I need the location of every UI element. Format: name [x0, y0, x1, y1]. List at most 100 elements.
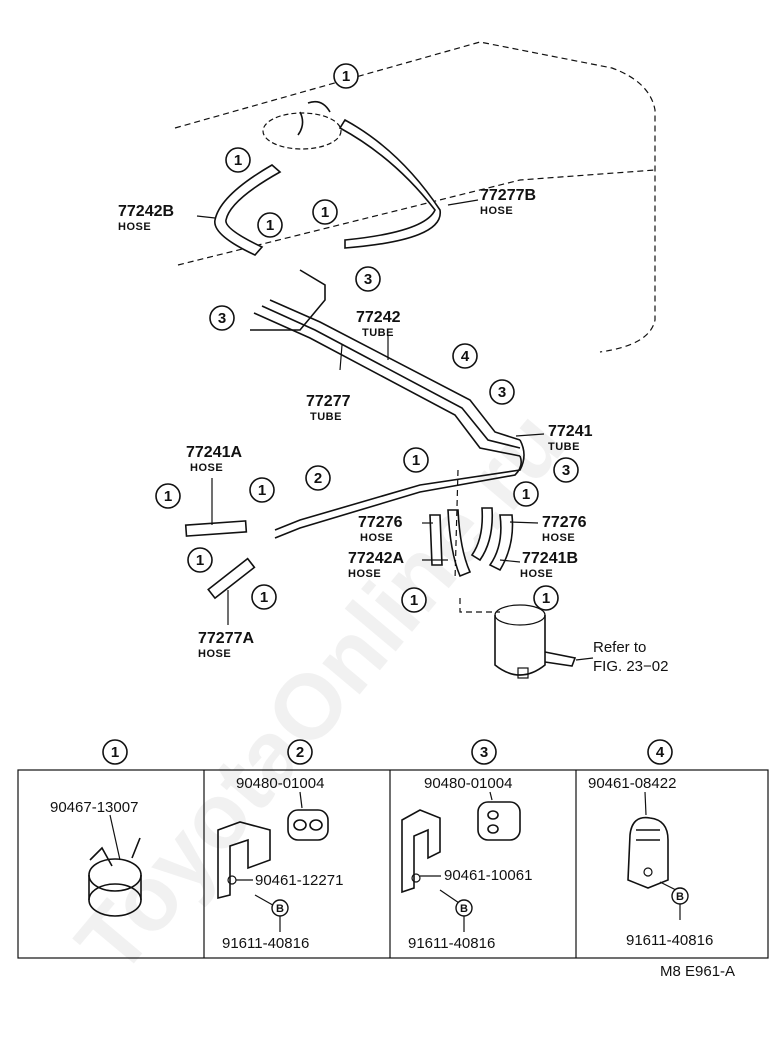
fuel-tank-outline — [174, 41, 656, 353]
callout-4-6: 4 — [452, 343, 478, 369]
grommet-icon — [287, 809, 329, 841]
callouts: 1 1 1 1 3 3 4 3 3 1 1 2 1 1 1 1 1 1 1 2 3 4 — [102, 63, 673, 765]
svg-text:3: 3 — [364, 271, 372, 288]
bolt-symbol-1: B — [455, 899, 473, 932]
svg-text:3: 3 — [562, 462, 570, 479]
label-77241-type: TUBE — [548, 441, 580, 453]
cell3-bottom-part: 91611-40816 — [408, 935, 495, 952]
cell2-top-part: 90480-01004 — [236, 775, 324, 792]
cell4-bottom-part: 91611-40816 — [626, 932, 713, 949]
grommet-double-icon — [477, 801, 521, 841]
label-77241B: 77241B — [522, 550, 578, 567]
callout-3-7: 3 — [489, 379, 515, 405]
clamp-bracket-icon-2 — [401, 809, 441, 894]
tube-clamp-icon — [627, 816, 669, 889]
callout-1-10: 1 — [513, 481, 539, 507]
cell3-top-part: 90480-01004 — [424, 775, 512, 792]
svg-text:1: 1 — [410, 592, 418, 609]
label-77241A: 77241A — [186, 444, 242, 461]
leader-lines — [196, 199, 594, 661]
svg-text:1: 1 — [342, 68, 350, 85]
lower-hoses — [184, 469, 514, 613]
svg-text:3: 3 — [480, 744, 488, 761]
cell2-bottom-part: 91611-40816 — [222, 935, 309, 952]
callout-1-0: 1 — [333, 63, 359, 89]
svg-text:B: B — [676, 891, 684, 903]
upper-hoses — [214, 100, 441, 256]
refer-to-line1: Refer to — [593, 639, 646, 656]
svg-text:1: 1 — [522, 486, 530, 503]
callout-1-13: 1 — [249, 477, 275, 503]
svg-text:1: 1 — [258, 482, 266, 499]
svg-text:3: 3 — [498, 384, 506, 401]
cell3-mid-part: 90461-10061 — [444, 867, 532, 884]
svg-text:B: B — [460, 903, 468, 915]
label-77241: 77241 — [548, 423, 593, 440]
callout-1-17: 1 — [533, 585, 559, 611]
svg-text:1: 1 — [321, 204, 329, 221]
svg-text:1: 1 — [164, 488, 172, 505]
callout-3-8: 3 — [553, 457, 579, 483]
svg-text:1: 1 — [196, 552, 204, 569]
label-77277-type: TUBE — [310, 411, 342, 423]
svg-text:1: 1 — [266, 217, 274, 234]
svg-text:1: 1 — [111, 744, 119, 761]
label-77242-type: TUBE — [362, 327, 394, 339]
svg-text:1: 1 — [260, 589, 268, 606]
svg-text:4: 4 — [656, 744, 665, 761]
charcoal-canister — [494, 604, 577, 679]
callout-1-14: 1 — [187, 547, 213, 573]
label-77277A-type: HOSE — [198, 648, 231, 660]
svg-text:B: B — [276, 903, 284, 915]
label-77241B-type: HOSE — [520, 568, 553, 580]
label-77241A-type: HOSE — [190, 462, 223, 474]
cell4-top-part: 90461-08422 — [588, 775, 676, 792]
bolt-symbol-0: B — [271, 899, 289, 932]
label-77276-right-type: HOSE — [542, 532, 575, 544]
figure-code: M8 E961-A — [660, 963, 735, 980]
label-77277: 77277 — [306, 393, 351, 410]
label-77242A-type: HOSE — [348, 568, 381, 580]
svg-text:3: 3 — [218, 310, 226, 327]
part-labels: 77242B HOSE 77277B HOSE 77242 TUBE 77277… — [118, 187, 668, 675]
callout-3-4: 3 — [355, 266, 381, 292]
svg-text:2: 2 — [314, 470, 322, 487]
refer-to-line2: FIG. 23−02 — [593, 658, 668, 675]
label-77242A: 77242A — [348, 550, 404, 567]
label-77242B-type: HOSE — [118, 221, 151, 233]
label-77276-right: 77276 — [542, 514, 587, 531]
hose-clamp-icon — [88, 837, 142, 917]
label-77277B-type: HOSE — [480, 205, 513, 217]
svg-text:4: 4 — [461, 348, 470, 365]
svg-text:2: 2 — [296, 744, 304, 761]
callout-2-19: 2 — [287, 739, 313, 765]
bolt-symbol-2: B — [671, 887, 689, 920]
callout-1-1: 1 — [225, 147, 251, 173]
callout-3-20: 3 — [471, 739, 497, 765]
label-77242B: 77242B — [118, 203, 174, 220]
callout-1-3: 1 — [312, 199, 338, 225]
label-77276-left-type: HOSE — [360, 532, 393, 544]
cell2-mid-part: 90461-12271 — [255, 872, 343, 889]
callout-1-15: 1 — [251, 584, 277, 610]
svg-text:1: 1 — [412, 452, 420, 469]
callout-2-11: 2 — [305, 465, 331, 491]
callout-1-9: 1 — [403, 447, 429, 473]
callout-3-5: 3 — [209, 305, 235, 331]
label-77277A: 77277A — [198, 630, 254, 647]
legend-table: 90467-13007 90480-01004 90461-12271 9161… — [17, 769, 769, 959]
callout-1-12: 1 — [155, 483, 181, 509]
label-77242: 77242 — [356, 309, 401, 326]
main-tubes — [250, 269, 525, 539]
callout-1-2: 1 — [257, 212, 283, 238]
callout-1-18: 1 — [102, 739, 128, 765]
callout-4-21: 4 — [647, 739, 673, 765]
cell1-part: 90467-13007 — [50, 799, 138, 816]
callout-1-16: 1 — [401, 587, 427, 613]
svg-text:1: 1 — [234, 152, 242, 169]
label-77276-left: 77276 — [358, 514, 403, 531]
label-77277B: 77277B — [480, 187, 536, 204]
svg-text:1: 1 — [542, 590, 550, 607]
